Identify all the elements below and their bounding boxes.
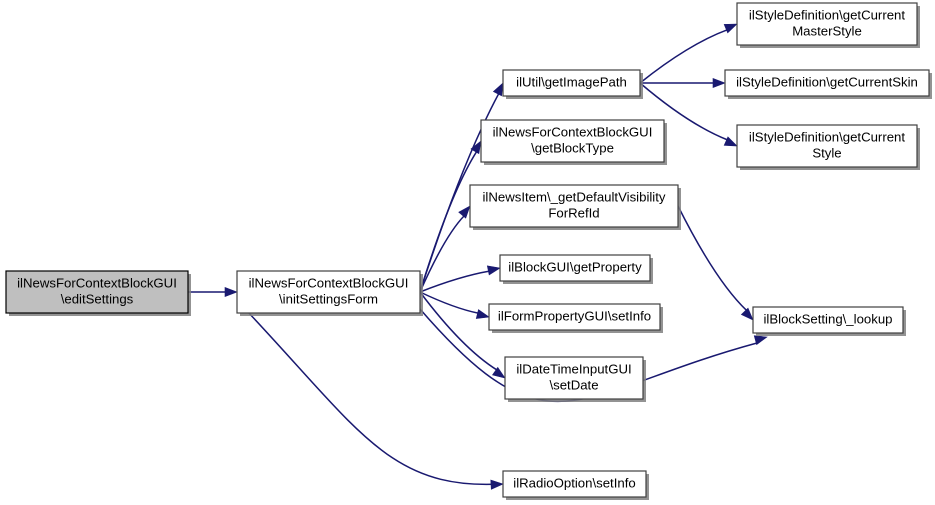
edges-layer: [188, 23, 768, 490]
node-label: \editSettings: [61, 291, 134, 306]
call-edge-arrowhead: [490, 479, 504, 490]
call-edge: [419, 214, 466, 293]
call-edge-arrowhead: [753, 335, 768, 346]
call-edge-arrowhead: [723, 23, 738, 34]
node-box[interactable]: [5, 270, 189, 314]
call-edge-arrowhead: [492, 366, 506, 379]
node-label: Style: [812, 145, 841, 160]
call-edge-arrowhead: [470, 140, 482, 155]
graph-node-get_block_type[interactable]: ilNewsForContextBlockGUI\getBlockType: [480, 119, 667, 165]
graph-node-form_property_set_info[interactable]: ilFormPropertyGUI\setInfo: [488, 303, 663, 333]
node-label: ilStyleDefinition\getCurrent: [749, 129, 905, 144]
node-box[interactable]: [724, 69, 930, 97]
node-label: ilDateTimeInputGUI: [516, 361, 631, 376]
node-label: ilRadioOption\setInfo: [513, 475, 635, 490]
node-box[interactable]: [504, 356, 644, 400]
nodes-layer: ilNewsForContextBlockGUI\editSettingsilN…: [5, 2, 932, 500]
call-edge: [419, 150, 478, 293]
call-edge: [639, 82, 729, 141]
call-edge: [419, 291, 498, 371]
node-box[interactable]: [480, 119, 665, 163]
call-edge-arrowhead: [740, 307, 754, 321]
graph-node-get_current_skin[interactable]: ilStyleDefinition\getCurrentSkin: [724, 69, 932, 99]
node-box[interactable]: [236, 270, 421, 314]
node-label: ilStyleDefinition\getCurrentSkin: [736, 74, 918, 89]
node-label: \setDate: [549, 377, 598, 392]
call-edge-arrowhead: [224, 286, 238, 298]
node-box[interactable]: [736, 124, 918, 168]
node-box[interactable]: [502, 470, 647, 498]
graph-node-set_date[interactable]: ilDateTimeInputGUI\setDate: [504, 356, 646, 402]
node-label: ForRefId: [548, 205, 599, 220]
node-label: ilBlockSetting\_lookup: [763, 311, 892, 326]
node-label: ilUtil\getImagePath: [516, 74, 627, 89]
node-label: ilNewsForContextBlockGUI: [493, 124, 653, 139]
call-edge: [419, 291, 479, 314]
node-label: \initSettingsForm: [279, 291, 378, 306]
node-label: MasterStyle: [792, 23, 862, 38]
call-edge-arrowhead: [712, 77, 726, 89]
node-box[interactable]: [499, 254, 651, 282]
graph-node-edit_settings[interactable]: ilNewsForContextBlockGUI\editSettings: [5, 270, 191, 316]
call-edge-arrowhead: [458, 205, 471, 219]
node-label: \getBlockType: [531, 140, 614, 155]
graph-node-get_image_path[interactable]: ilUtil\getImagePath: [502, 69, 643, 99]
call-edge-arrowhead: [475, 309, 490, 319]
node-label: ilBlockGUI\getProperty: [508, 259, 642, 274]
node-label: ilFormPropertyGUI\setInfo: [498, 308, 651, 323]
call-edge-arrowhead: [492, 82, 504, 97]
graph-node-radio_option_set_info[interactable]: ilRadioOption\setInfo: [502, 470, 649, 500]
graph-node-init_settings_form[interactable]: ilNewsForContextBlockGUI\initSettingsFor…: [236, 270, 423, 316]
node-box[interactable]: [469, 184, 679, 228]
node-label: ilNewsForContextBlockGUI: [249, 275, 409, 290]
node-box[interactable]: [752, 306, 904, 334]
node-box[interactable]: [502, 69, 641, 97]
node-label: ilNewsItem\_getDefaultVisibility: [483, 189, 666, 204]
call-edge-arrowhead: [486, 265, 501, 276]
call-edge: [246, 310, 502, 486]
node-label: ilStyleDefinition\getCurrent: [749, 7, 905, 22]
graph-node-block_setting_lookup[interactable]: ilBlockSetting\_lookup: [752, 306, 906, 336]
node-label: ilNewsForContextBlockGUI: [17, 275, 177, 290]
call-edge: [639, 29, 728, 84]
graph-node-get_property[interactable]: ilBlockGUI\getProperty: [499, 254, 653, 284]
node-box[interactable]: [488, 303, 661, 331]
call-edge: [677, 205, 748, 312]
call-edge: [419, 270, 490, 293]
call-edge-arrowhead: [723, 136, 738, 147]
node-box[interactable]: [736, 2, 918, 46]
